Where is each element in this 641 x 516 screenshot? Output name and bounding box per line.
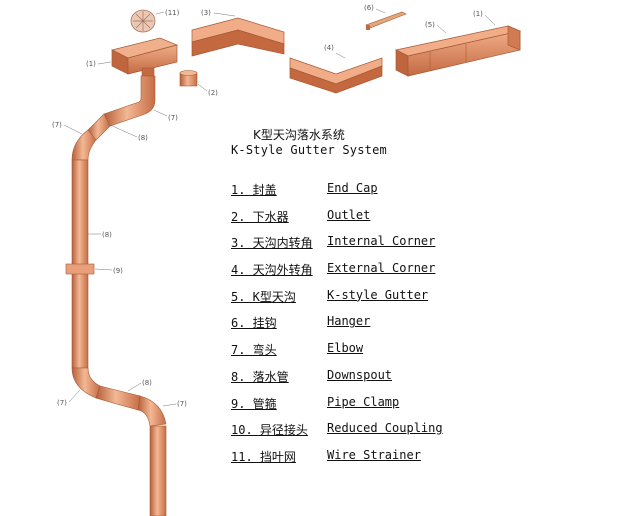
legend-item: 4. 天沟外转角 External Corner [231,261,471,288]
callout-4: (4) [324,44,334,52]
hanger-part [365,11,407,30]
legend-en: Reduced Coupling [327,421,443,436]
wire-strainer-part [130,9,156,33]
legend-cn: 8. 落水管 [231,369,289,384]
legend-en: Elbow [327,341,364,356]
callout-5: (5) [425,21,435,29]
legend-item: 1. 封盖 End Cap [231,181,471,208]
legend-item: 6. 挂钩 Hanger [231,314,471,341]
legend-cn: 11. 挡叶网 [231,449,296,464]
legend-item: 2. 下水器 Outlet [231,208,471,235]
callout-8-bottom: (8) [142,379,152,387]
legend-en: Hanger [327,314,371,329]
legend-item: 8. 落水管 Downspout [231,368,471,395]
internal-corner-part [191,17,285,57]
legend-en: K-style Gutter [327,287,429,302]
callout-2: (2) [208,89,218,97]
downspout-assembly [65,75,167,516]
callout-3: (3) [201,9,211,17]
callout-1-right: (1) [473,10,483,18]
legend-cn: 2. 下水器 [231,209,289,224]
legend-en: Internal Corner [327,234,436,249]
callout-6: (6) [364,4,374,12]
callout-8-top: (8) [138,134,148,142]
callout-7-left: (7) [52,121,62,129]
legend-item: 11. 挡叶网 Wire Strainer [231,448,471,475]
legend-en: External Corner [327,261,436,276]
legend-en: Pipe Clamp [327,394,400,409]
callout-1-left: (1) [86,60,96,68]
legend-item: 5. K型天沟 K-style Gutter [231,288,471,315]
legend-item: 10. 异径接头 Reduced Coupling [231,421,471,448]
legend-en: End Cap [327,181,378,195]
legend-en: Outlet [327,207,371,222]
legend-cn: 7. 弯头 [231,343,277,358]
callout-7-bottom-left: (7) [57,399,67,407]
k-style-gutter-part [394,25,522,77]
legend-en: Downspout [327,367,393,382]
legend-cn: 5. K型天沟 [231,289,296,304]
external-corner-part [289,57,383,94]
diagram-title-chinese: K型天沟落水系统 [253,128,345,142]
legend-item: 7. 弯头 Elbow [231,341,471,368]
legend-cn: 1. 封盖 [231,183,277,197]
parts-legend: 1. 封盖 End Cap 2. 下水器 Outlet 3. 天沟内转角 Intern… [231,181,471,475]
legend-cn: 4. 天沟外转角 [231,263,313,278]
callout-11: (11) [165,9,180,17]
callout-7-bottom-right: (7) [177,400,187,408]
outlet-part [179,70,198,87]
diagram-title-english: K-Style Gutter System [231,143,387,157]
legend-cn: 9. 管箍 [231,396,277,411]
callout-9: (9) [113,267,123,275]
callout-7-top: (7) [168,114,178,122]
legend-en: Wire Strainer [327,447,421,462]
legend-cn: 10. 异径接头 [231,423,308,438]
legend-cn: 3. 天沟内转角 [231,236,313,251]
legend-cn: 6. 挂钩 [231,316,277,331]
gutter-outlet-section [110,37,179,77]
callout-8-mid: (8) [102,231,112,239]
legend-item: 3. 天沟内转角 Internal Corner [231,234,471,261]
legend-item: 9. 管箍 Pipe Clamp [231,395,471,422]
